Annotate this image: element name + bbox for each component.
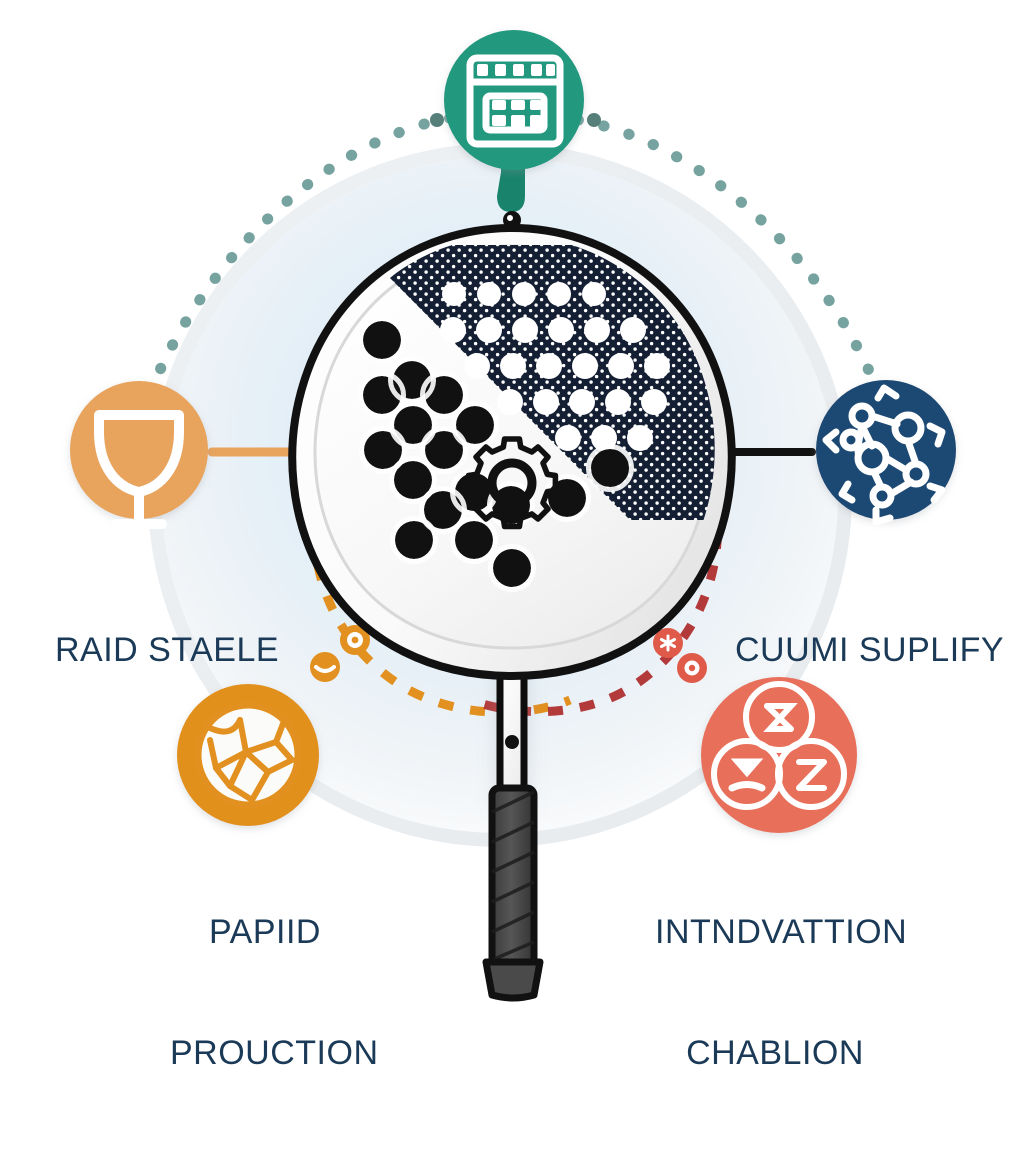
star-icon [660,634,676,652]
label-right-lower-line1: INTNDVATTION [655,913,908,952]
badge-glyph-z [796,759,827,791]
calendar-grid-icon [466,54,564,148]
node-top[interactable] [430,30,601,170]
node-right-lower-circle[interactable] [701,677,857,833]
arc-top-right [572,114,880,388]
panel-holes [440,282,670,451]
label-right-upper-line1: CUUMI SUPLIFY [735,631,1005,670]
node-layer [70,30,956,833]
label-right-upper: CUUMI SUPLIFY [735,550,1004,751]
label-right-lower-line2: CHABLION [686,1033,864,1072]
node-top-left-dot [430,113,444,127]
racket-holes [358,316,634,592]
gear-icon [465,436,559,530]
three-circle-badges-icon [711,681,847,810]
infographic-canvas: RAID STAELE CUUMI SUPLIFY PAPIID PROUCTI… [0,0,1024,1072]
badge-glyph-arrow [728,758,766,792]
arc-top-left [146,112,456,394]
orange-ring-badge-core [351,636,359,644]
network-gear-icon [822,384,946,526]
label-left-lower-line1: PAPIID [209,913,321,952]
label-left-lower: PAPIID PROUCTION [170,832,379,1153]
orange-bar-badge [310,652,340,682]
shaft-hole [505,735,519,749]
node-right-lower[interactable] [701,677,857,833]
stem-top-anchor-dot-highlight [507,215,513,221]
node-top-right-dot [587,113,601,127]
label-left-upper: RAID STAELE [55,550,279,751]
trophy-icon [94,410,184,529]
label-left-lower-line2: PROUCTION [170,1033,379,1072]
calendar-grid-icon-ticks [477,64,555,128]
label-left-upper-line1: RAID STAELE [55,631,280,670]
red-dot-badge-core [688,664,696,672]
node-right-upper[interactable] [816,380,956,526]
label-right-lower: INTNDVATTION CHABLION [655,832,908,1153]
globe-sphere-icon [194,701,302,809]
racket-grip [482,784,544,1002]
padel-racket[interactable] [0,0,1024,1024]
bar-icon [314,665,336,673]
node-left-upper[interactable] [70,381,208,529]
node-left-lower[interactable] [177,684,319,826]
badge-glyph-x [763,703,798,732]
grip-end-cap [482,958,544,1002]
